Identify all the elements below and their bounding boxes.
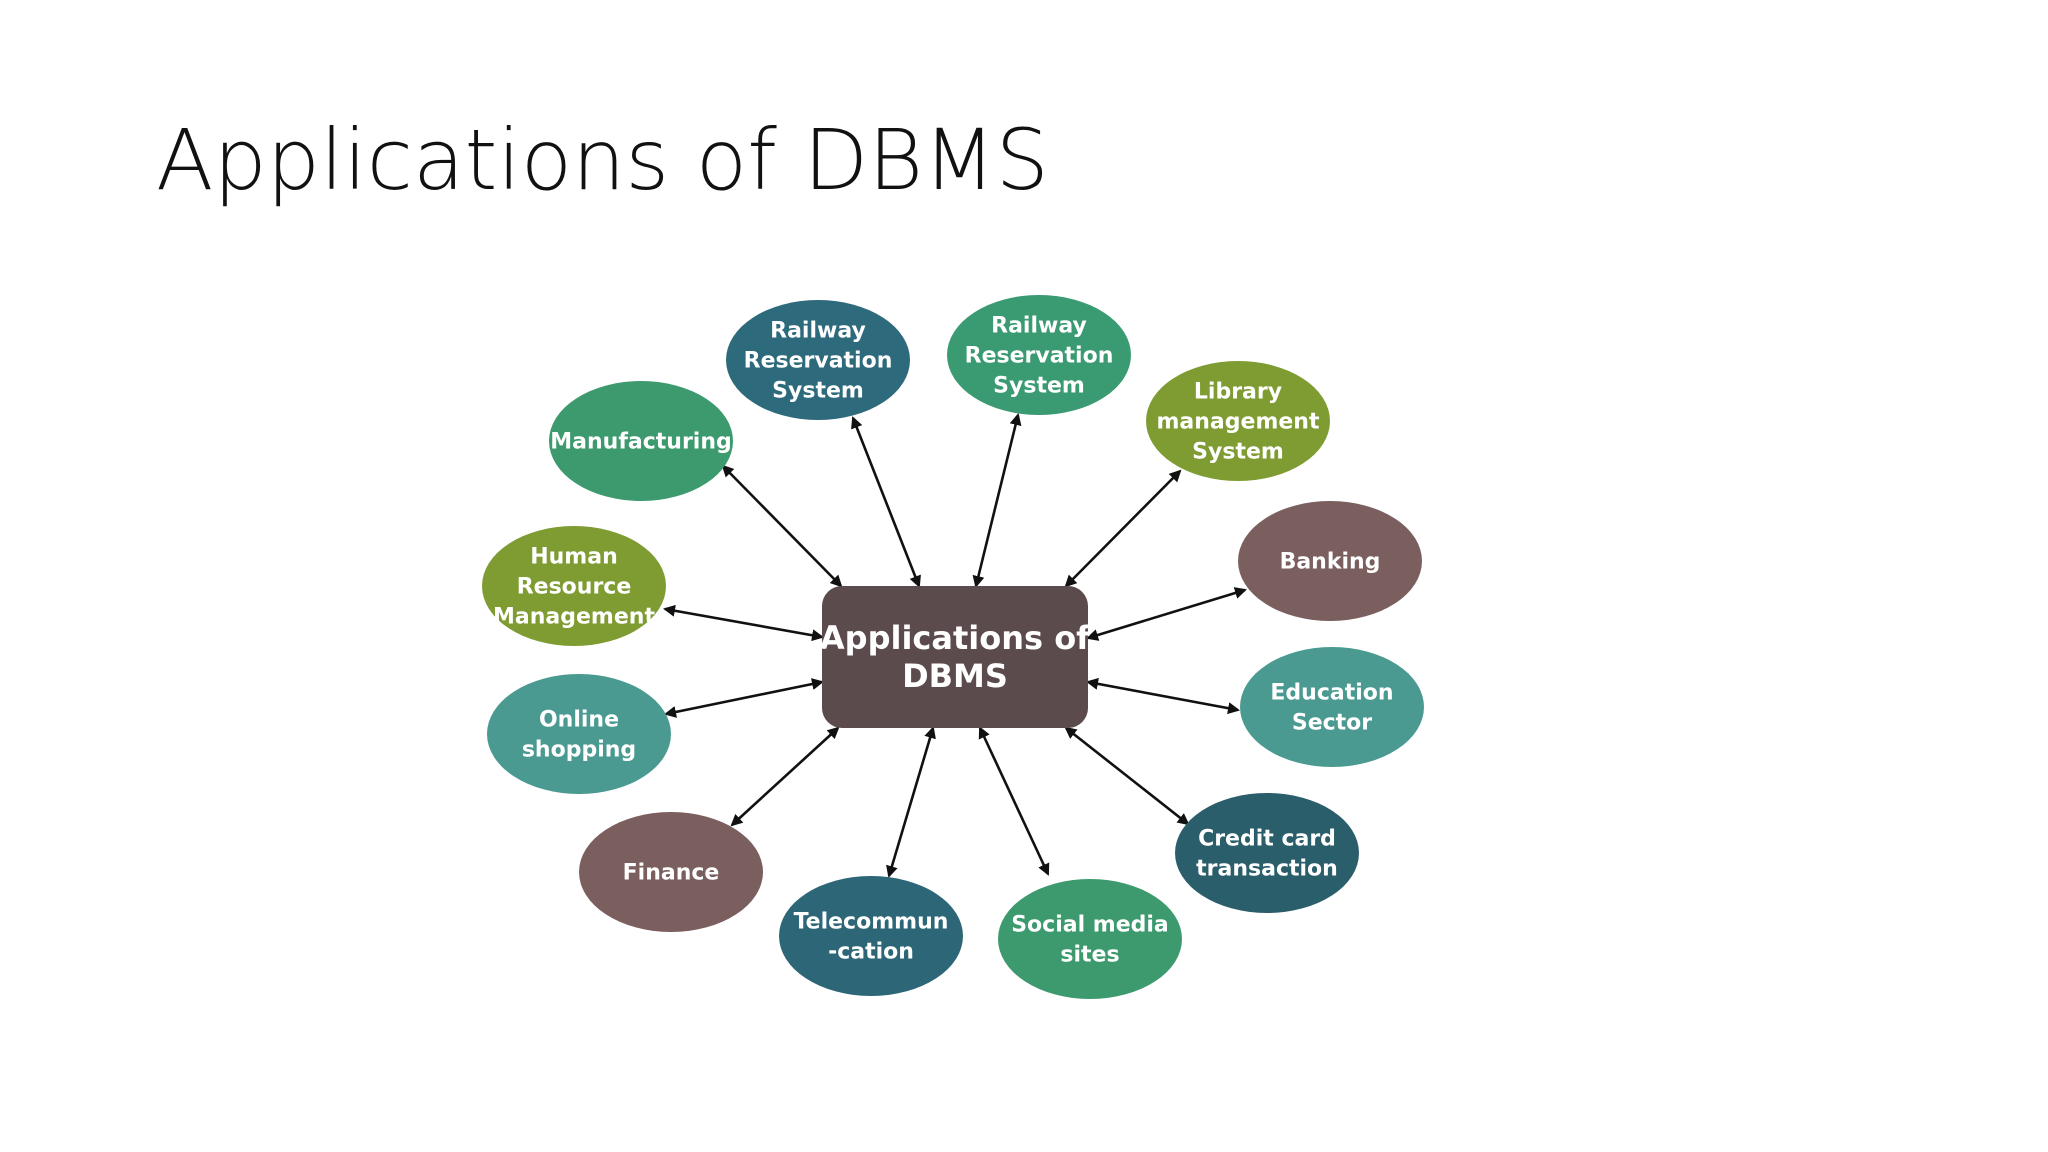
node-label-finance-line-1: Finance xyxy=(623,861,720,886)
node-label-human-resource-management-line-1: Human xyxy=(530,545,618,570)
node-ellipse-online-shopping xyxy=(487,674,671,794)
node-ellipse-telecommunication xyxy=(779,876,963,996)
node-label-online-shopping-line-2: shopping xyxy=(522,738,636,763)
arrows-layer xyxy=(663,413,1247,878)
connector-arrow-telecommunication xyxy=(886,726,936,878)
node-label-railway-reservation-system-1-line-3: System xyxy=(772,379,864,404)
node-label-online-shopping-line-1: Online xyxy=(539,708,619,733)
node-ellipse-railway-reservation-system-1 xyxy=(726,300,910,420)
connector-arrow-online-shopping xyxy=(664,678,824,718)
node-label-library-management-system-line-2: management xyxy=(1157,410,1320,435)
node-label-railway-reservation-system-1-line-2: Reservation xyxy=(744,349,893,374)
node-label-railway-reservation-system-1-line-1: Railway xyxy=(770,319,866,344)
node-label-manufacturing-line-1: Manufacturing xyxy=(550,430,732,455)
node-label-railway-reservation-system-2-line-1: Railway xyxy=(991,314,1087,339)
node-ellipse-credit-card-transaction xyxy=(1175,793,1359,913)
node-label-human-resource-management-line-2: Resource xyxy=(517,575,632,600)
hub-label-line-2: DBMS xyxy=(902,657,1008,695)
connector-arrow-education-sector xyxy=(1086,677,1240,715)
node-label-banking-line-1: Banking xyxy=(1280,550,1381,575)
node-label-library-management-system-line-1: Library xyxy=(1194,380,1282,405)
node-label-education-sector-line-1: Education xyxy=(1270,681,1393,706)
slide-title: Applications of DBMS xyxy=(156,111,1049,209)
node-label-library-management-system-line-3: System xyxy=(1192,440,1284,465)
hub-label-line-1: Applications of xyxy=(820,619,1091,657)
node-label-human-resource-management-line-3: Management xyxy=(493,605,655,630)
node-label-credit-card-transaction-line-1: Credit card xyxy=(1198,827,1336,852)
node-label-social-media-sites-line-2: sites xyxy=(1060,943,1119,968)
connector-arrow-finance xyxy=(730,726,840,827)
node-ellipse-social-media-sites xyxy=(998,879,1182,999)
node-telecommunication: Telecommun -cation xyxy=(779,876,963,996)
connector-arrow-social-media-sites xyxy=(978,726,1050,876)
node-finance: Finance xyxy=(579,812,763,932)
node-label-telecommunication-line-2: -cation xyxy=(828,940,914,965)
node-label-railway-reservation-system-2-line-3: System xyxy=(993,374,1085,399)
connector-arrow-manufacturing xyxy=(721,464,843,588)
node-ellipse-manufacturing xyxy=(549,381,733,501)
node-ellipse-human-resource-management xyxy=(482,526,666,646)
node-ellipse-library-management-system xyxy=(1146,361,1330,481)
node-credit-card-transaction: Credit card transaction xyxy=(1175,793,1359,913)
hub-box xyxy=(822,586,1088,728)
node-ellipse-finance xyxy=(579,812,763,932)
connector-arrow-human-resource-management xyxy=(663,604,824,642)
node-label-railway-reservation-system-2-line-2: Reservation xyxy=(965,344,1114,369)
node-ellipse-education-sector xyxy=(1240,647,1424,767)
node-label-social-media-sites-line-1: Social media xyxy=(1011,913,1169,938)
node-ellipse-banking xyxy=(1238,501,1422,621)
nodes-layer: RailwayReservationSystemRailwayReservati… xyxy=(482,295,1424,999)
connector-arrow-railway-reservation-system-2 xyxy=(972,413,1022,588)
node-label-credit-card-transaction-line-2: transaction xyxy=(1196,857,1338,882)
connector-arrow-banking xyxy=(1086,587,1247,641)
node-banking: Banking xyxy=(1238,501,1422,621)
node-ellipse-railway-reservation-system-2 xyxy=(947,295,1131,415)
node-online-shopping: Online shopping xyxy=(487,674,671,794)
node-label-telecommunication-line-1: Telecommun xyxy=(794,910,949,935)
node-social-media-sites: Social media sites xyxy=(998,879,1182,999)
connector-arrow-railway-reservation-system-1 xyxy=(851,416,921,588)
node-label-education-sector-line-2: Sector xyxy=(1292,711,1372,736)
connector-arrow-library-management-system xyxy=(1064,469,1182,588)
node-manufacturing: Manufacturing xyxy=(549,381,733,501)
connector-arrow-credit-card-transaction xyxy=(1064,726,1190,826)
